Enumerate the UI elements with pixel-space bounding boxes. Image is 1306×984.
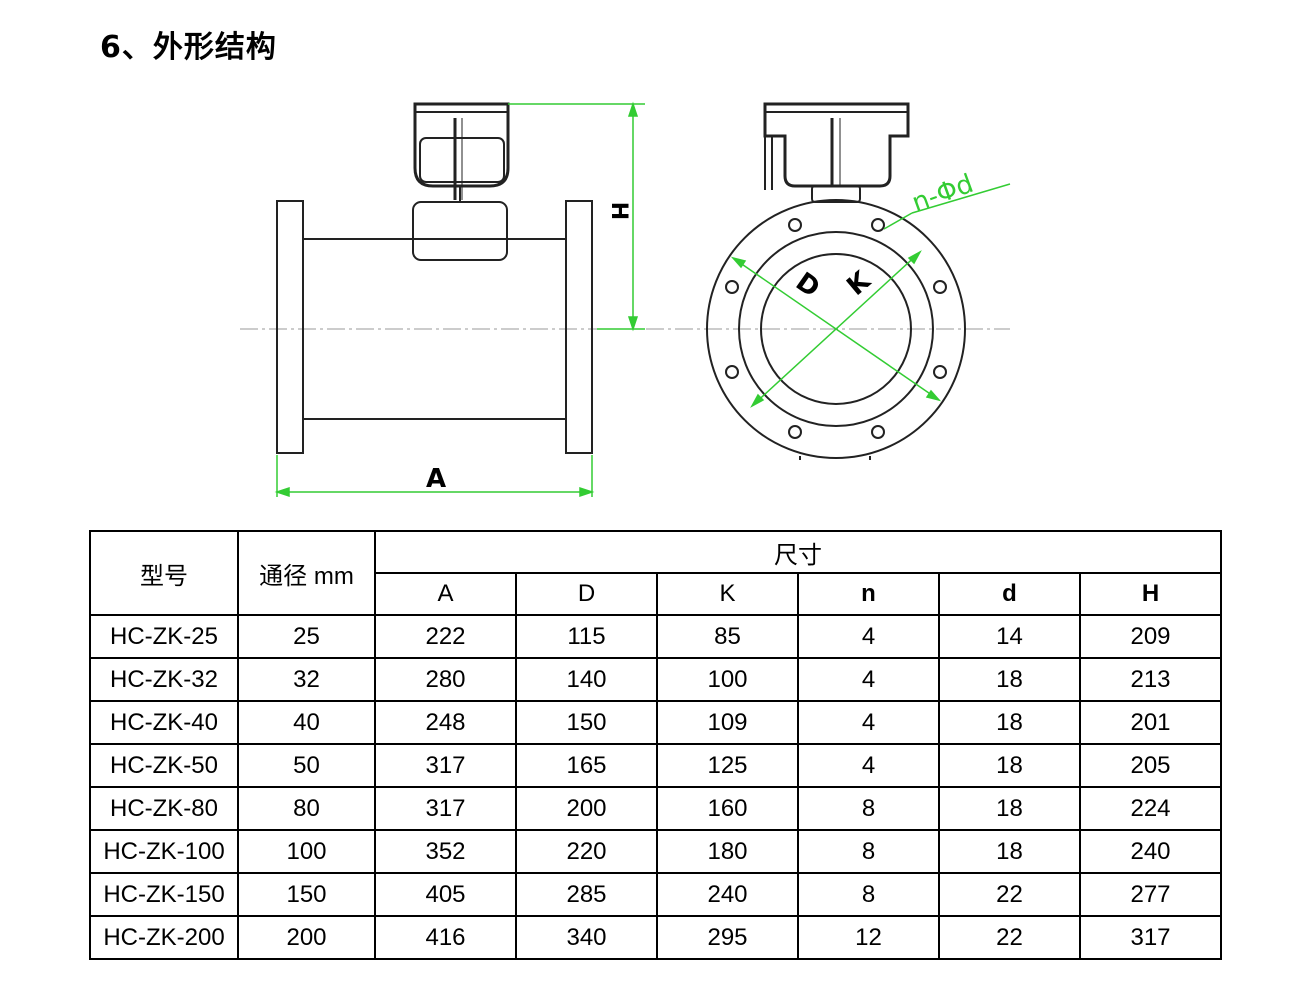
table-cell: HC-ZK-32 [89,657,239,702]
table-cell: 14 [938,614,1081,659]
table-cell: 140 [515,657,658,702]
table-cell: 285 [515,872,658,917]
table-cell: 100 [237,829,376,874]
col-header-D: D [515,572,658,616]
table-cell: 180 [656,829,799,874]
table-cell: HC-ZK-200 [89,915,239,960]
table-cell: 200 [237,915,376,960]
table-cell: 115 [515,614,658,659]
table-cell: 317 [1079,915,1222,960]
table-cell: 280 [374,657,517,702]
table-cell: 32 [237,657,376,702]
table-cell: 248 [374,700,517,745]
table-cell: 18 [938,700,1081,745]
table-cell: 317 [374,743,517,788]
dimension-H [508,101,645,332]
header-model: 型号 [89,530,239,616]
table-cell: 340 [515,915,658,960]
table-cell: 160 [656,786,799,831]
table-cell: 4 [797,657,940,702]
table-cell: 4 [797,743,940,788]
table-cell: 4 [797,700,940,745]
table-cell: 240 [656,872,799,917]
table-cell: 125 [656,743,799,788]
table-cell: HC-ZK-80 [89,786,239,831]
table-cell: 240 [1079,829,1222,874]
table-cell: HC-ZK-100 [89,829,239,874]
table-cell: 22 [938,915,1081,960]
table-cell: 150 [237,872,376,917]
table-cell: 150 [515,700,658,745]
table-cell: 205 [1079,743,1222,788]
col-header-d: d [938,572,1081,616]
table-cell: 85 [656,614,799,659]
label-H: H [606,202,631,220]
table-cell: HC-ZK-50 [89,743,239,788]
table-cell: 352 [374,829,517,874]
table-cell: 80 [237,786,376,831]
label-A: A [426,464,446,494]
table-cell: 18 [938,786,1081,831]
table-cell: 277 [1079,872,1222,917]
table-cell: 40 [237,700,376,745]
col-header-H: H [1079,572,1222,616]
table-cell: 201 [1079,700,1222,745]
table-cell: 405 [374,872,517,917]
table-cell: 18 [938,743,1081,788]
table-cell: 209 [1079,614,1222,659]
front-view [706,102,966,460]
table-cell: HC-ZK-150 [89,872,239,917]
table-cell: 200 [515,786,658,831]
outline-drawing: A H [240,101,1011,498]
table-cell: 18 [938,829,1081,874]
dimension-A [274,455,595,498]
table-cell: 317 [374,786,517,831]
table-cell: 18 [938,657,1081,702]
table-cell: 222 [374,614,517,659]
table-cell: HC-ZK-25 [89,614,239,659]
header-bore: 通径 mm [237,530,376,616]
table-cell: 213 [1079,657,1222,702]
col-header-K: K [656,572,799,616]
table-cell: 165 [515,743,658,788]
table-cell: 220 [515,829,658,874]
side-view [240,102,1010,454]
section-heading: 6、外形结构 [100,30,277,65]
table-cell: 109 [656,700,799,745]
table-cell: 12 [797,915,940,960]
table-cell: 224 [1079,786,1222,831]
table-cell: 8 [797,872,940,917]
dimension-D-K [730,183,1011,408]
table-cell: HC-ZK-40 [89,700,239,745]
label-D: D [790,267,825,304]
col-header-A: A [374,572,517,616]
table-cell: 50 [237,743,376,788]
col-header-n: n [797,572,940,616]
table-cell: 4 [797,614,940,659]
table-cell: 25 [237,614,376,659]
label-n-d: n-Φd [908,169,977,219]
header-size: 尺寸 [374,530,1222,574]
table-cell: 8 [797,786,940,831]
table-cell: 295 [656,915,799,960]
table-cell: 22 [938,872,1081,917]
table-cell: 100 [656,657,799,702]
table-cell: 8 [797,829,940,874]
table-cell: 416 [374,915,517,960]
